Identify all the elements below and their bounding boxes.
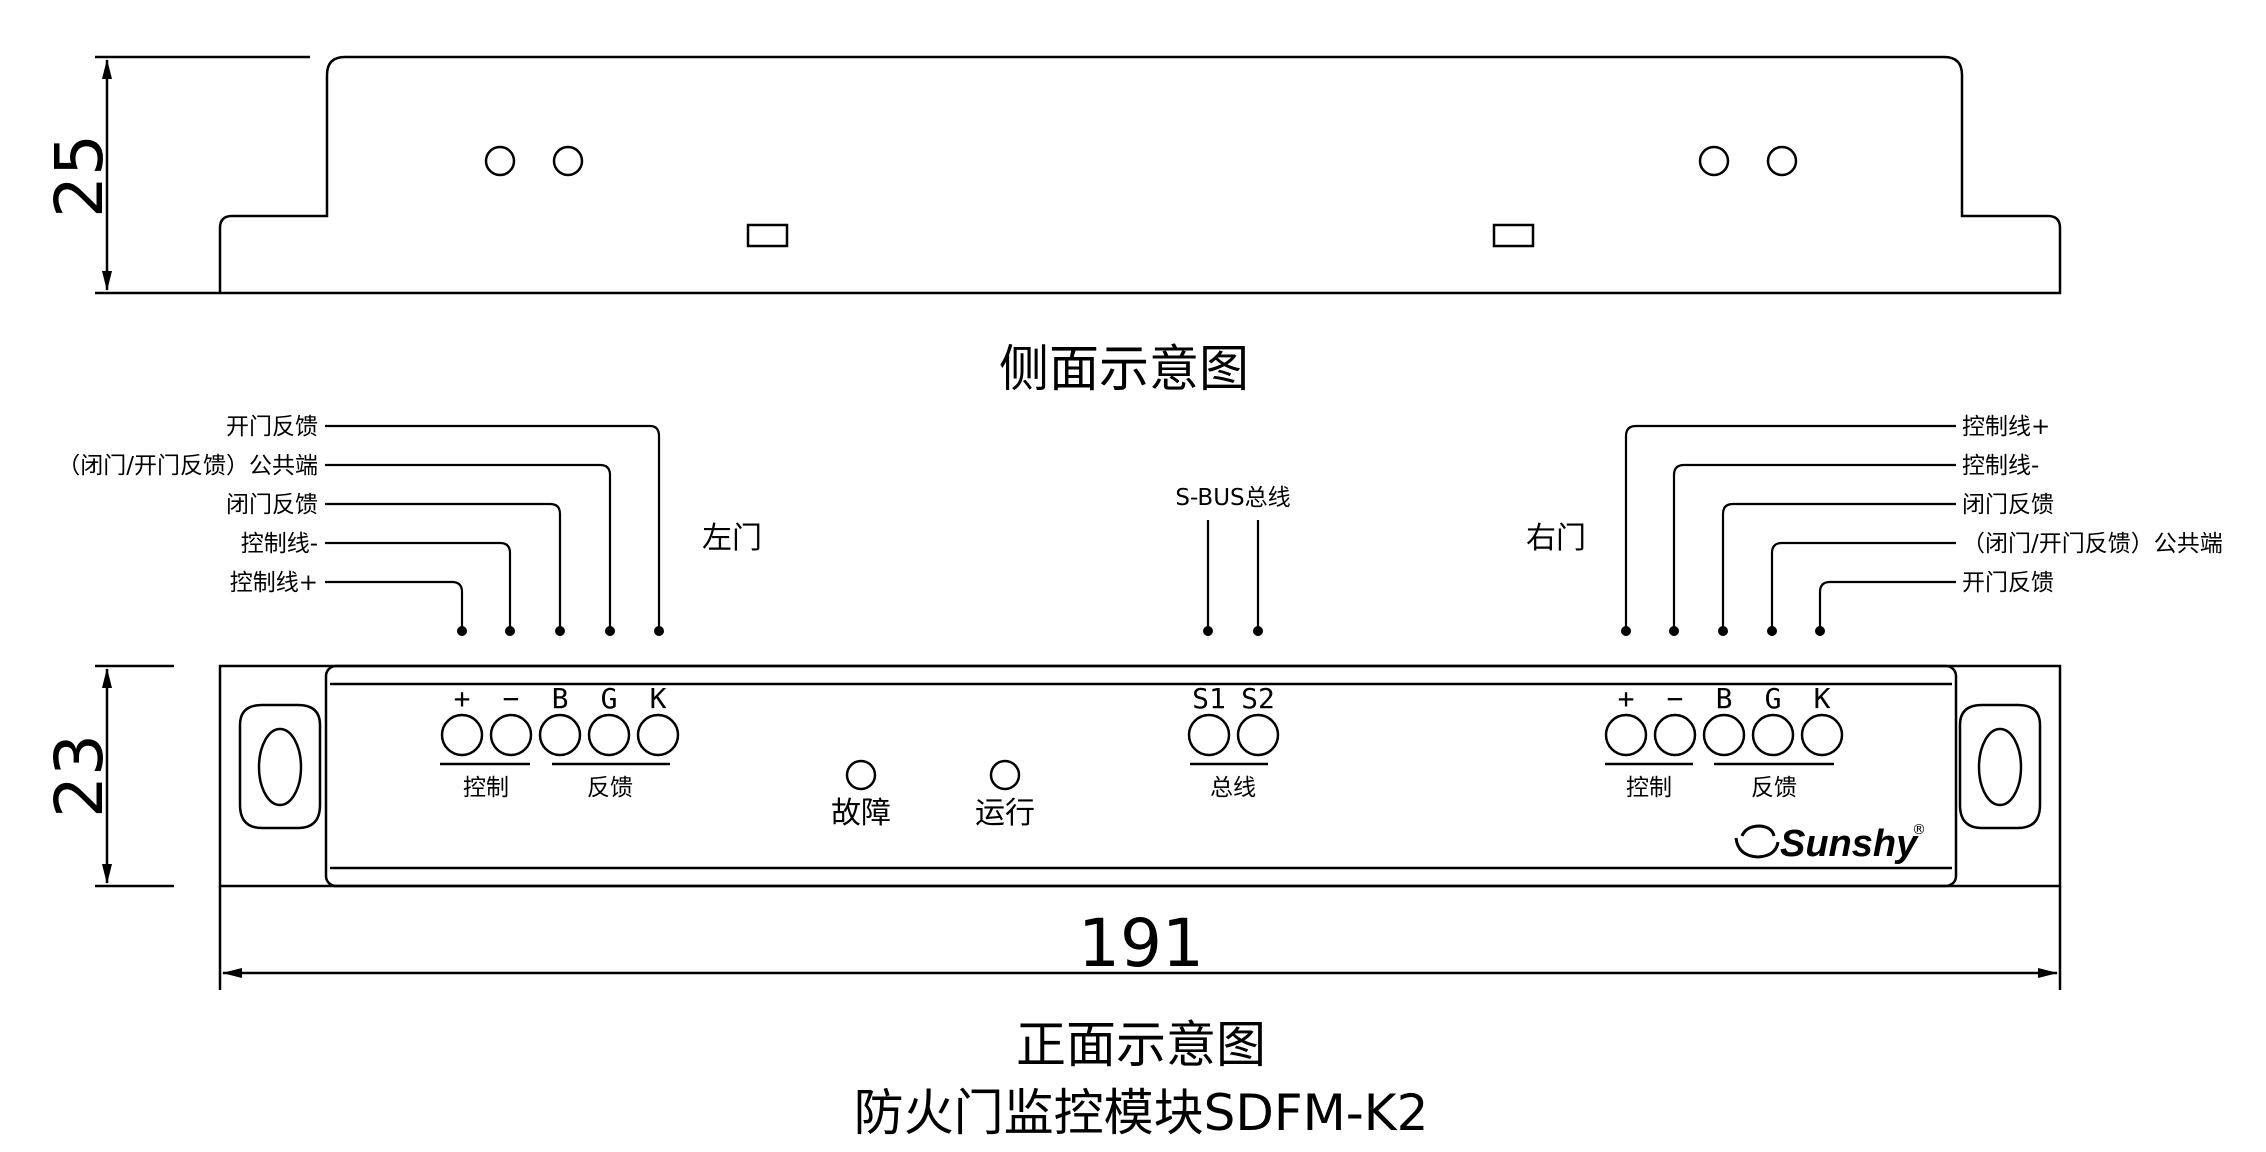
mount-hole [552, 145, 584, 177]
mount-hole [1698, 145, 1730, 177]
product-title: 防火门监控模块SDFM-K2 [854, 1084, 1429, 1142]
left-lead-label-control-plus: 控制线+ [230, 570, 318, 596]
mount-hole [1766, 145, 1798, 177]
right-terminal-label-k: K [1814, 682, 1831, 715]
left-lead-label-open-feedback: 开门反馈 [226, 414, 318, 440]
left-door-leads [325, 424, 661, 630]
brand-swoosh-icon [1734, 824, 1780, 859]
side-slot [746, 223, 789, 248]
lead-line-k [1818, 580, 1956, 630]
right-door-leads [1624, 424, 1956, 630]
right-terminal-k [1800, 713, 1844, 757]
right-terminal-label-g: G [1765, 682, 1782, 715]
left-terminal-k [636, 713, 680, 757]
right-terminal-label-minus: − [1667, 682, 1684, 715]
lead-line-g [1770, 541, 1956, 630]
left-terminal-minus [489, 713, 533, 757]
left-lead-label-control-minus: 控制线- [241, 531, 318, 557]
right-terminal-minus [1653, 713, 1697, 757]
left-group-feedback: 反馈 [587, 775, 633, 801]
left-terminal-label-minus: − [503, 682, 520, 715]
run-label: 运行 [975, 796, 1035, 831]
bus-lead-dots [1203, 626, 1263, 636]
right-terminal-label-plus: + [1618, 682, 1635, 715]
right-terminal-g [1751, 713, 1795, 757]
right-group-feedback: 反馈 [1751, 775, 1797, 801]
left-terminal-b [538, 713, 582, 757]
lead-line-k [325, 424, 661, 630]
right-terminal-b [1702, 713, 1746, 757]
fault-label: 故障 [831, 796, 891, 831]
side-view-outline [95, 55, 2062, 295]
side-view-caption: 侧面示意图 [999, 340, 1249, 398]
lead-line-b [1721, 502, 1956, 630]
fault-led [845, 759, 877, 791]
left-door-title: 左门 [702, 521, 762, 556]
brand-registered-mark: ® [1912, 822, 1926, 838]
left-terminal-label-b: B [552, 682, 569, 715]
right-lead-label-open-feedback: 开门反馈 [1962, 570, 2054, 596]
side-slot [1492, 223, 1535, 248]
front-height-dim: 23 [41, 734, 118, 818]
lead-line-g [325, 463, 612, 630]
bus-label: S-BUS总线 [1175, 485, 1290, 511]
right-lead-label-control-minus: 控制线- [1962, 453, 2039, 479]
front-view [218, 664, 2062, 888]
right-door-lead-dots [1621, 626, 1825, 636]
lead-line-b [325, 502, 562, 630]
left-group-control: 控制 [463, 775, 509, 801]
side-height-dim: 25 [41, 134, 118, 218]
front-width-dim: 191 [1078, 905, 1204, 982]
bus-terminal-s1 [1187, 713, 1231, 757]
mount-hole [484, 145, 516, 177]
bus-group-label: 总线 [1210, 775, 1256, 801]
left-terminal-g [587, 713, 631, 757]
right-door-title: 右门 [1526, 521, 1586, 556]
right-terminal-plus [1604, 713, 1648, 757]
bus-terminal-label-s2: S2 [1241, 682, 1275, 715]
right-group-control: 控制 [1626, 775, 1672, 801]
left-mount-slot [238, 703, 322, 830]
front-view-caption: 正面示意图 [1016, 1016, 1266, 1074]
lead-line-minus [1672, 463, 1956, 630]
left-door-lead-dots [457, 626, 664, 636]
left-terminal-label-g: G [601, 682, 618, 715]
lead-line-plus [325, 580, 464, 630]
left-lead-label-close-feedback: 闭门反馈 [226, 492, 318, 518]
right-lead-label-common: （闭门/开门反馈）公共端 [1962, 531, 2223, 557]
run-led [989, 759, 1021, 791]
side-view [95, 55, 2062, 295]
right-mount-slot [1958, 703, 2042, 830]
left-terminal-label-k: K [650, 682, 667, 715]
right-lead-label-control-plus: 控制线+ [1962, 414, 2050, 440]
lead-line-plus [1624, 424, 1956, 630]
bus-terminal-label-s1: S1 [1192, 682, 1226, 715]
left-terminal-plus [440, 713, 484, 757]
front-inner-panel [324, 664, 1958, 888]
left-lead-label-common: （闭门/开门反馈）公共端 [57, 453, 318, 479]
bus-leads [1206, 520, 1260, 630]
left-terminal-label-plus: + [454, 682, 471, 715]
right-terminal-label-b: B [1716, 682, 1733, 715]
brand-name: Sunshy [1780, 823, 1919, 865]
brand-logo: Sunshy ® [1734, 822, 1926, 865]
right-lead-label-close-feedback: 闭门反馈 [1962, 492, 2054, 518]
lead-line-minus [325, 541, 512, 630]
bus-terminal-s2 [1236, 713, 1280, 757]
